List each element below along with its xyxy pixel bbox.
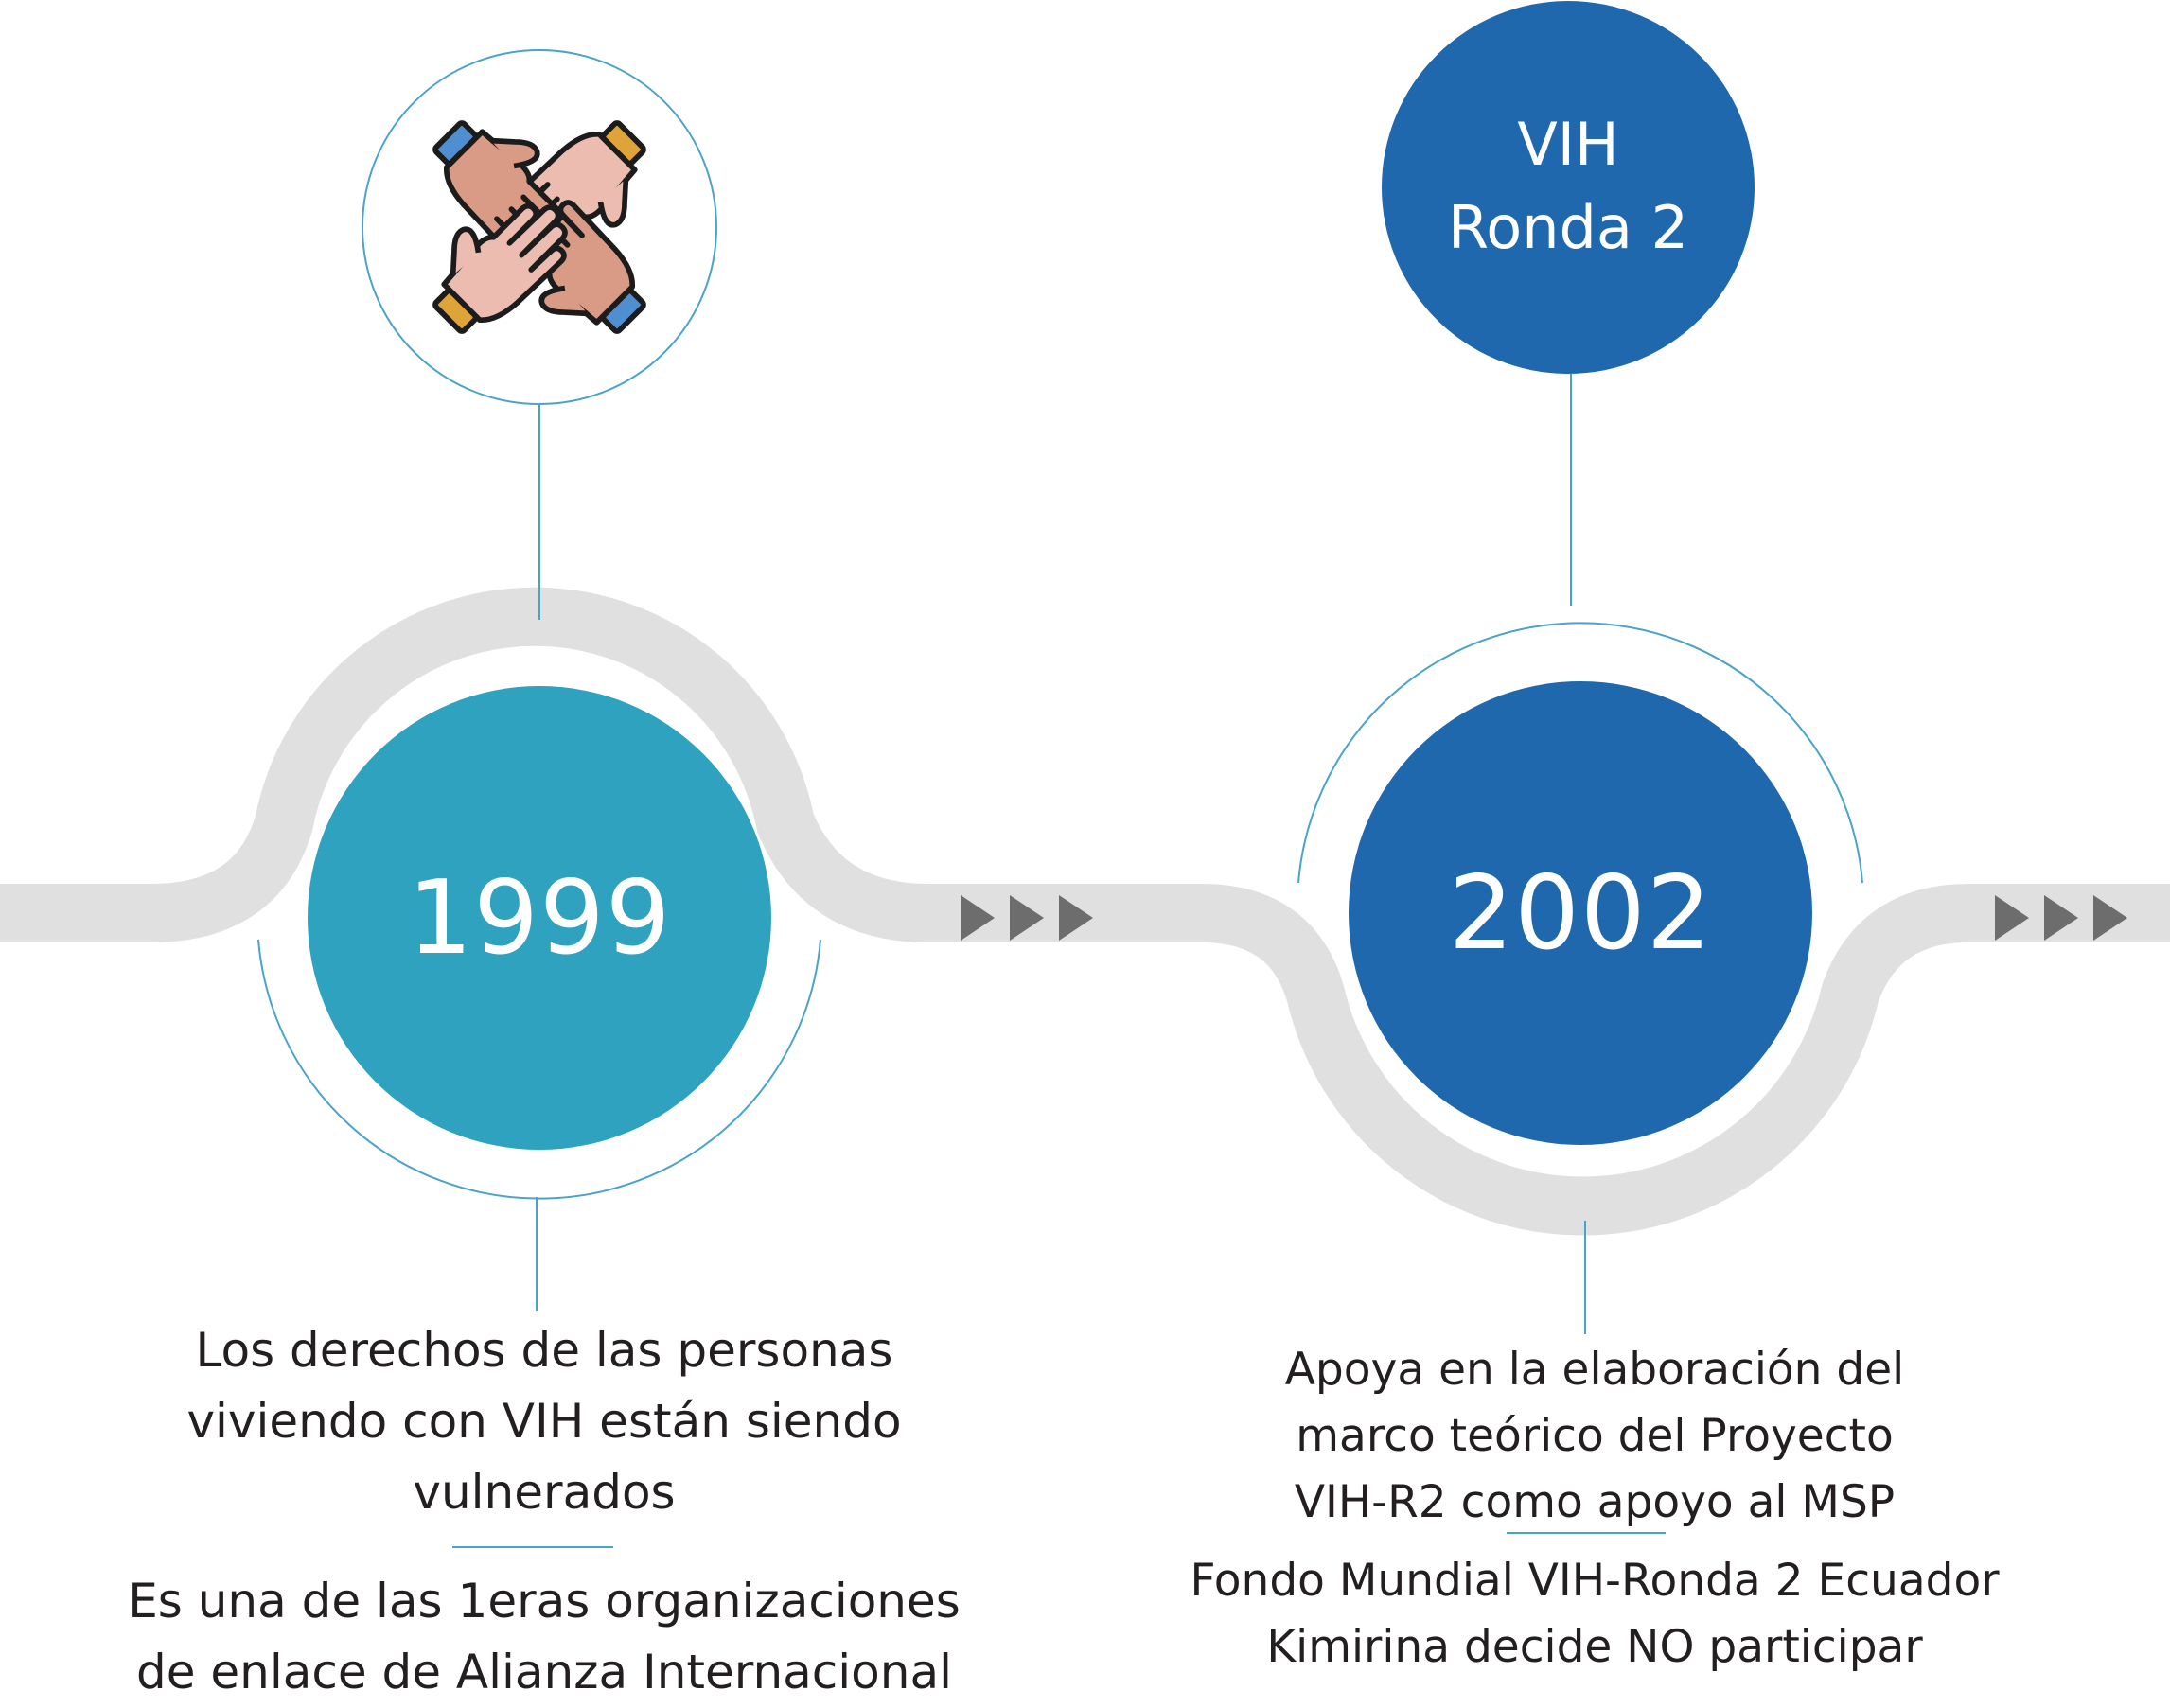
arrow-triangle	[1059, 895, 1093, 941]
description-line: marco teórico del Proyecto	[1296, 1410, 1894, 1462]
arrow-triangle	[961, 895, 995, 941]
year-circle-1999	[308, 686, 771, 1150]
description-line: vulnerados	[413, 1465, 676, 1520]
triple-arrow-icon	[1995, 895, 2127, 941]
year-1999-label: 1999	[407, 858, 672, 977]
year-2002-label: 2002	[1448, 854, 1713, 973]
detail-2002: Fondo Mundial VIH-Ronda 2 Ecuador Kimiri…	[1121, 1548, 2068, 1681]
detail-line: Kimirina decide NO participar	[1266, 1621, 1923, 1673]
description-2002: Apoya en la elaboración del marco teóric…	[1169, 1337, 2020, 1536]
detail-line: Es una de las 1eras organizaciones	[128, 1574, 961, 1629]
badge-line-2: Ronda 2	[1447, 193, 1689, 262]
arrow-triangle	[1010, 895, 1044, 941]
triple-arrow-icon	[961, 895, 1093, 941]
arrow-triangle	[1995, 895, 2029, 941]
timeline-road	[0, 587, 2170, 1236]
arc-1999-bottom	[257, 939, 821, 1200]
detail-line: de enlace de Alianza Internacional	[135, 1645, 952, 1699]
arrow-triangle	[2044, 895, 2078, 941]
description-line: VIH-R2 como apoyo al MSP	[1294, 1476, 1896, 1528]
year-circle-2002	[1349, 681, 1812, 1145]
badge-circle	[1382, 1, 1755, 374]
arc-2002-top	[1297, 622, 1863, 884]
detail-line: Fondo Mundial VIH-Ronda 2 Ecuador	[1190, 1555, 2000, 1607]
description-line: Apoya en la elaboración del	[1284, 1344, 1905, 1396]
description-line: viviendo con VIH están siendo	[186, 1394, 902, 1449]
detail-1999: Es una de las 1eras organizaciones de en…	[76, 1566, 1013, 1708]
description-line: Los derechos de las personas	[195, 1323, 893, 1378]
vih-ronda-badge: VIH Ronda 2	[1382, 0, 1755, 373]
four-hands-teamwork-icon	[432, 120, 646, 334]
arrow-triangle	[2093, 895, 2127, 941]
description-1999: Los derechos de las personas viviendo co…	[95, 1315, 994, 1528]
badge-line-1: VIH	[1517, 110, 1619, 179]
